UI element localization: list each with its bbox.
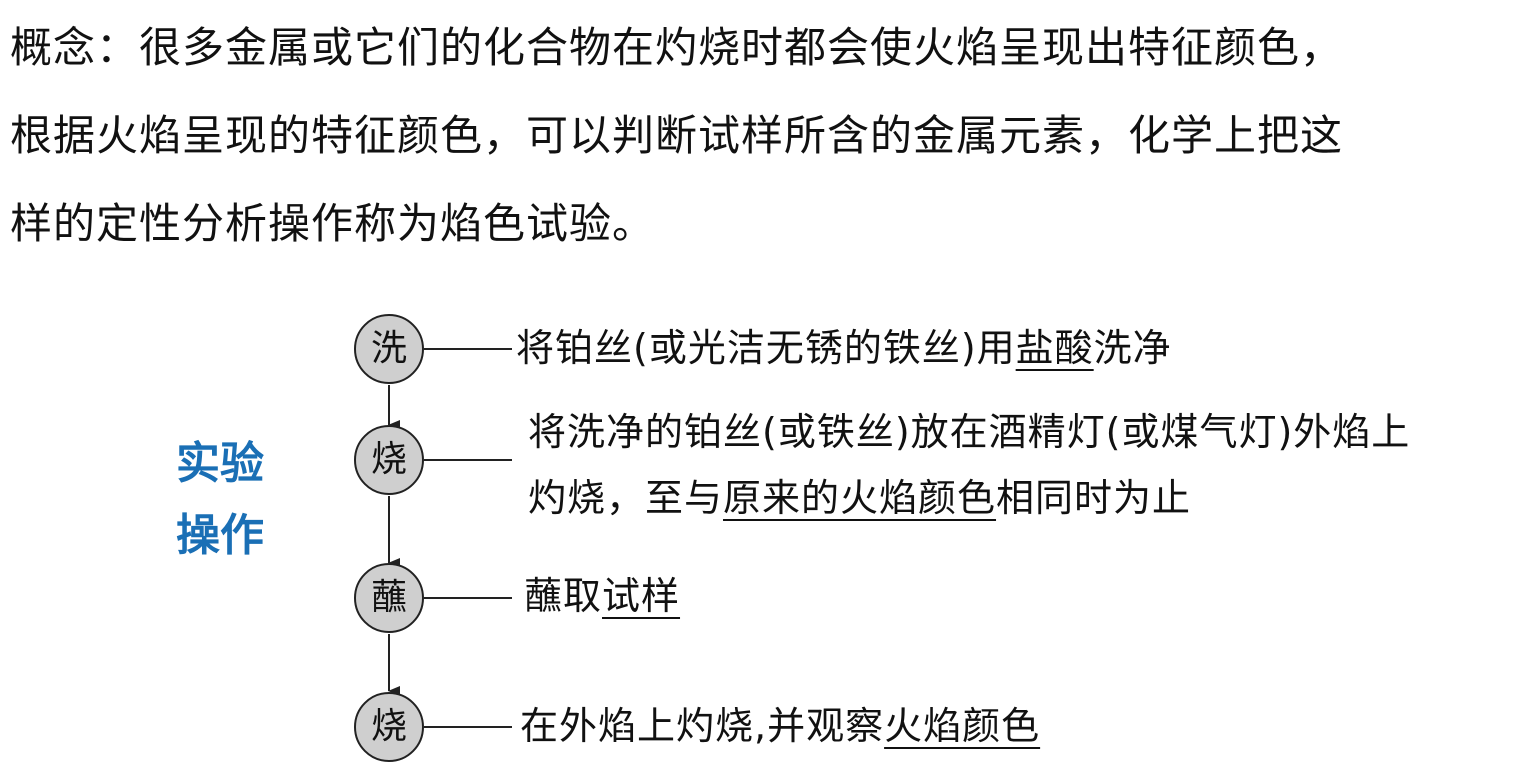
step-text-burn-observe: 在外焰上灼烧,并观察火焰颜色 (520, 698, 1040, 754)
step-dip-underline: 试样 (602, 574, 681, 618)
concept-line-1: 概念：很多金属或它们的化合物在灼烧时都会使火焰呈现出特征颜色， (10, 23, 1344, 72)
step-text-burn: 将洗净的铂丝(或铁丝)放在酒精灯(或煤气灯)外焰上 灼烧，至与原来的火焰颜色相同… (528, 404, 1410, 526)
step-dip-text-a: 蘸取 (524, 574, 603, 618)
side-label: 实验 操作 (176, 440, 276, 560)
side-label-line-2: 操作 (176, 510, 264, 561)
step-wash-text-a: 将铂丝(或光洁无锈的铁丝)用 (516, 326, 1016, 370)
step-observe-underline: 火焰颜色 (884, 704, 1041, 748)
step-burn-line2-b: 相同时为止 (996, 476, 1192, 520)
step-text-dip: 蘸取试样 (524, 568, 680, 624)
step-observe-text-a: 在外焰上灼烧,并观察 (520, 704, 885, 748)
step-circle-wash: 洗 (354, 314, 424, 384)
step-circle-burn: 烧 (354, 425, 424, 495)
step-burn-line2-a: 灼烧，至与 (528, 476, 724, 520)
concept-line-2: 根据火焰呈现的特征颜色，可以判断试样所含的金属元素，化学上把这 (10, 111, 1344, 160)
step-text-wash: 将铂丝(或光洁无锈的铁丝)用盐酸洗净 (516, 320, 1172, 376)
step-wash-text-b: 洗净 (1093, 326, 1172, 370)
step-burn-underline: 原来的火焰颜色 (723, 476, 997, 520)
step-circle-burn-observe: 烧 (354, 692, 424, 762)
concept-paragraph: 概念：很多金属或它们的化合物在灼烧时都会使火焰呈现出特征颜色， 根据火焰呈现的特… (10, 4, 1510, 268)
concept-line-3: 样的定性分析操作称为焰色试验。 (10, 199, 656, 248)
step-circle-dip: 蘸 (354, 563, 424, 633)
step-wash-underline: 盐酸 (1015, 326, 1094, 370)
side-label-line-1: 实验 (176, 438, 264, 489)
step-burn-line-1: 将洗净的铂丝(或铁丝)放在酒精灯(或煤气灯)外焰上 (528, 410, 1411, 454)
step-burn-line-2: 灼烧，至与原来的火焰颜色相同时为止 (528, 470, 1410, 526)
